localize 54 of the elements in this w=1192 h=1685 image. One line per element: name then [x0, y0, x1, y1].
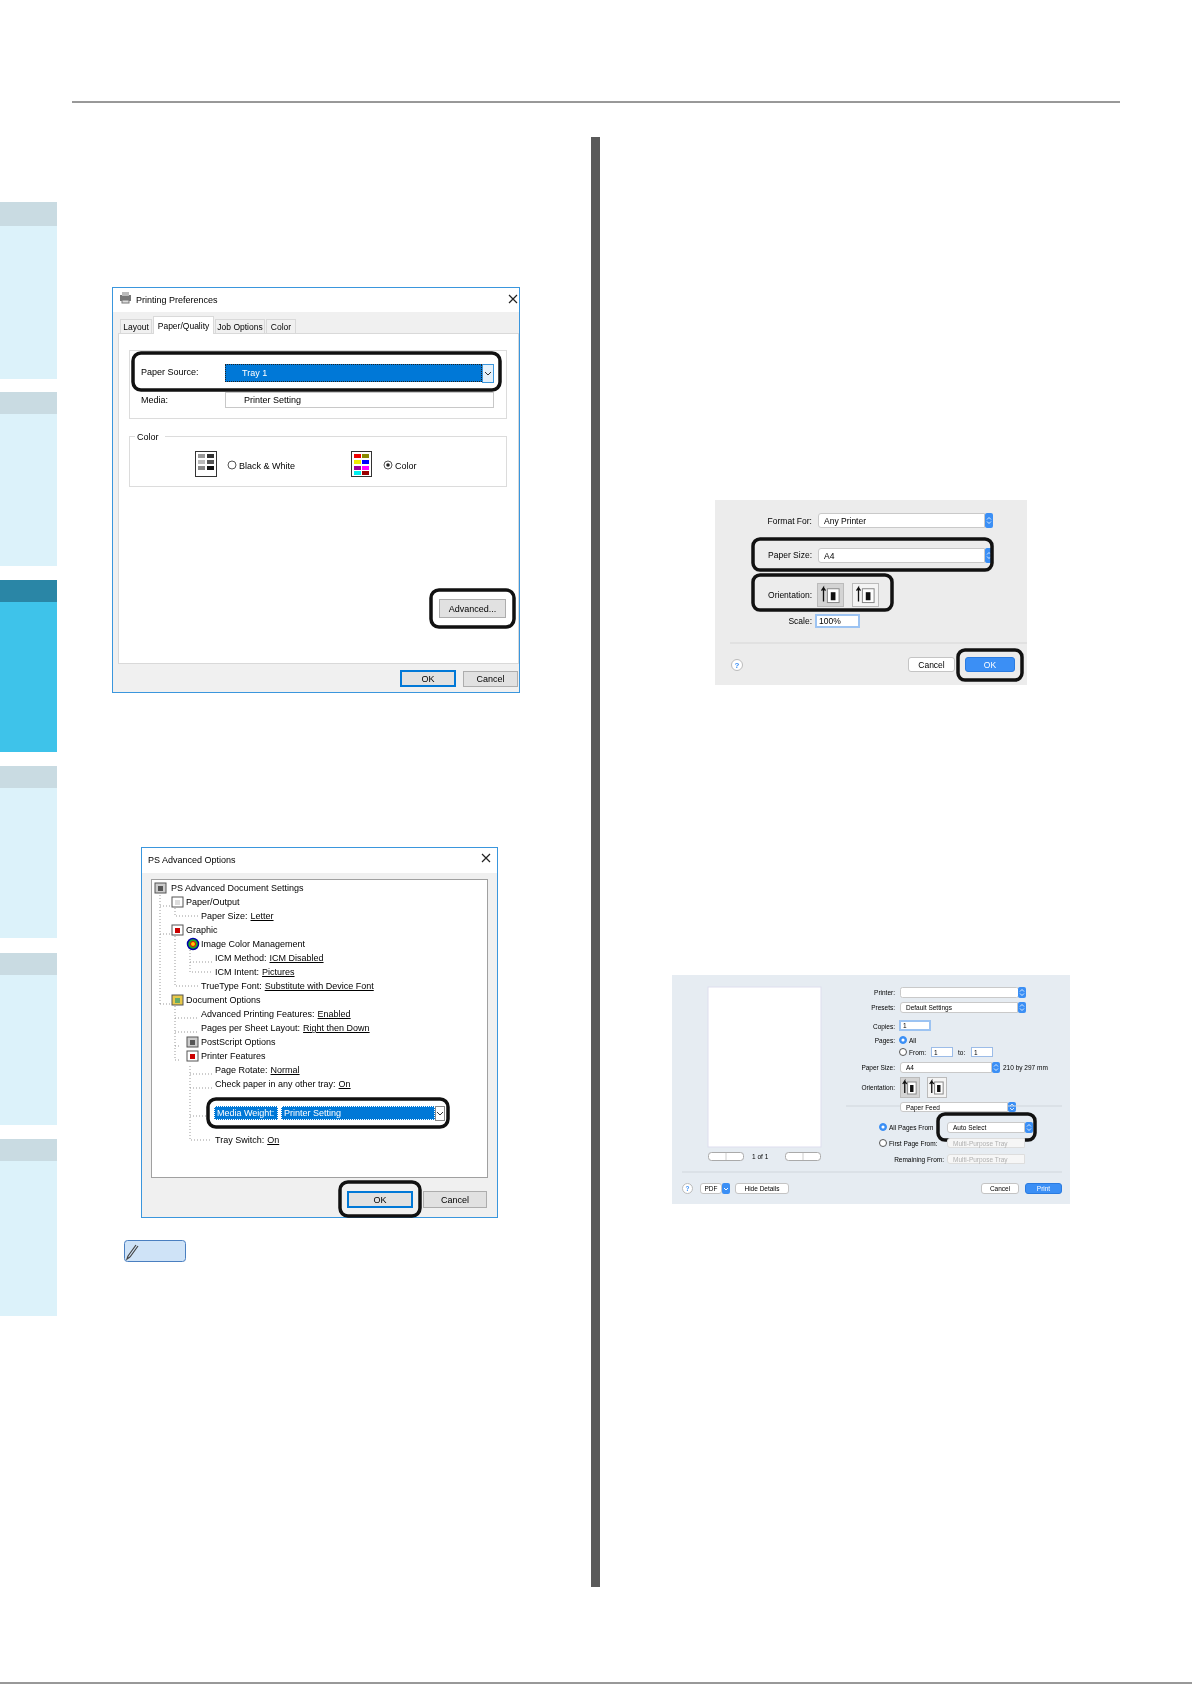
window-title: Printing Preferences — [136, 293, 219, 306]
tree-item: Image Color Management — [201, 938, 306, 951]
tree-item: ICM Intent: — [215, 966, 259, 979]
tree-item: Paper Size: — [201, 910, 248, 923]
setting-value-link: Right then Down — [303, 1022, 370, 1035]
group-title: Color — [135, 430, 165, 443]
tree-item: PS Advanced Document Settings — [171, 882, 304, 895]
tree-item: Advanced Printing Features: — [201, 1008, 315, 1021]
dropdown: Tray 1 — [225, 364, 482, 382]
dropdown: Printer Setting — [225, 392, 494, 408]
tree-item: TrueType Font: — [201, 980, 262, 993]
tree-item: Printer Features — [201, 1050, 266, 1063]
radio-label: Black & White — [239, 459, 297, 472]
setting-value-link: On — [267, 1134, 280, 1147]
setting-value-link: Normal — [270, 1064, 300, 1077]
dropdown: Any Printer — [818, 513, 985, 528]
tree-item: Paper/Output — [186, 896, 240, 909]
tree-item: Graphic — [186, 924, 218, 937]
tree-item: ICM Method: — [215, 952, 267, 965]
setting-value-link: Letter — [250, 910, 274, 923]
tree-item: Check paper in any other tray: — [215, 1078, 336, 1091]
input-field: 100% — [815, 614, 860, 628]
radio-label: Color — [395, 459, 418, 472]
setting-value-link: Enabled — [317, 1008, 351, 1021]
field-label: Paper Source: — [141, 366, 200, 379]
dialog-button: OK — [965, 657, 1015, 672]
tab: Job Options — [215, 319, 265, 333]
dialog-button: Cancel — [463, 671, 518, 687]
dropdown: Printer Setting — [281, 1106, 435, 1120]
field-label: Format For: — [766, 515, 812, 528]
setting-value-link: ICM Disabled — [269, 952, 324, 965]
field-label: Media: — [141, 393, 169, 406]
dropdown: A4 — [818, 548, 985, 563]
setting-value-link: Pictures — [262, 966, 295, 979]
tab: Paper/Quality — [153, 316, 214, 334]
dialog-button: OK — [347, 1191, 413, 1208]
tree-item: PostScript Options — [201, 1036, 276, 1049]
setting-value-link: On — [338, 1078, 351, 1091]
setting-value-link: Substitute with Device Font — [264, 980, 374, 993]
dialog-button: Cancel — [908, 657, 955, 672]
tab: Layout — [120, 319, 152, 333]
dialog-button: Cancel — [423, 1191, 487, 1208]
tree-item: Pages per Sheet Layout: — [201, 1022, 301, 1035]
dialog-button: OK — [400, 670, 456, 687]
tree-item: Page Rotate: — [215, 1064, 268, 1077]
window-title: PS Advanced Options — [148, 853, 237, 866]
field-label: Paper Size: — [767, 549, 812, 562]
tree-item: Tray Switch: — [215, 1134, 265, 1147]
tree-item: Media Weight: — [214, 1106, 278, 1120]
tab: Color — [266, 319, 296, 333]
field-label: Scale: — [787, 615, 812, 628]
dialog-button: Advanced... — [439, 599, 506, 618]
field-label: Orientation: — [767, 589, 812, 602]
tree-item: Document Options — [186, 994, 261, 1007]
